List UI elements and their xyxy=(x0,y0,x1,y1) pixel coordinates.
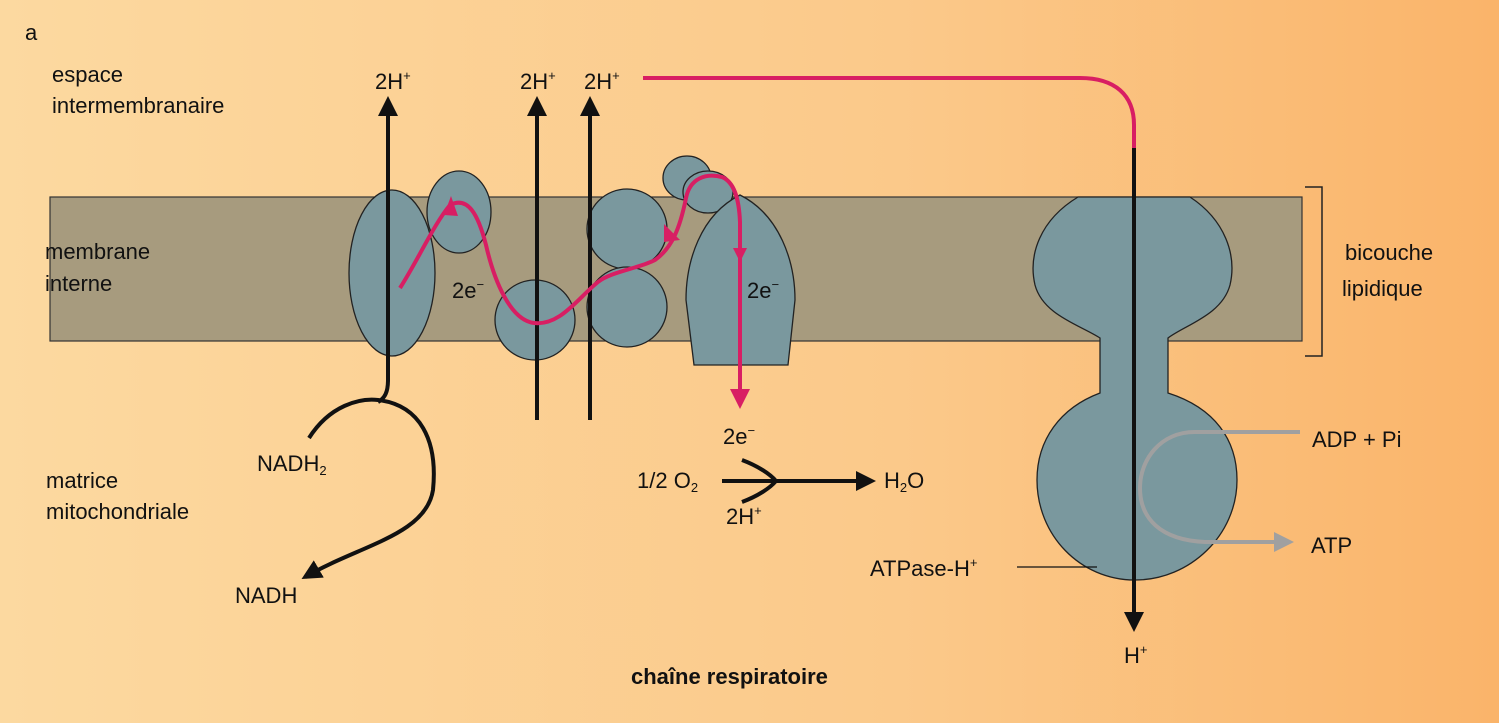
matrix-label-line2: mitochondriale xyxy=(46,499,190,524)
electron-arrowhead-complex-iv xyxy=(733,248,747,262)
atpase-label: ATPase-H+ xyxy=(870,555,978,581)
electron-label-complex-iv: 2e− xyxy=(747,277,780,303)
complex-iii-lower-right xyxy=(586,266,668,348)
electron-label-oxygen: 2e− xyxy=(723,423,756,449)
diagram-title: chaîne respiratoire xyxy=(631,664,828,689)
oxygen-reactant-label: 1/2 O2 xyxy=(637,468,699,495)
membrane-label-line1: membrane xyxy=(45,239,151,264)
electron-label-complex-i: 2e− xyxy=(452,277,485,303)
oxygen-reduction-curve-top xyxy=(741,458,778,483)
proton-label-complex-iii-b: 2H+ xyxy=(584,68,620,94)
nadh-conversion-arrow xyxy=(301,397,436,580)
complex-i-protein xyxy=(348,189,436,357)
oxygen-reduction-curve-bottom xyxy=(741,479,778,504)
bilayer-label-line1: bicouche xyxy=(1345,240,1434,265)
electron-path xyxy=(398,173,750,409)
intermembrane-label-line1: espace xyxy=(52,62,123,87)
bilayer-bracket xyxy=(1305,186,1323,357)
nadh-label: NADH xyxy=(235,583,298,608)
intermembrane-label-line2: intermembranaire xyxy=(52,93,225,118)
membrane-label-line2: interne xyxy=(45,271,113,296)
proton-label-matrix: H+ xyxy=(1124,642,1148,668)
adp-to-atp-arrow xyxy=(1137,430,1300,552)
electron-arrowhead-complex-i xyxy=(444,196,458,216)
matrix-label-line1: matrice xyxy=(46,468,119,493)
proton-label-complex-iii-a: 2H+ xyxy=(520,68,556,94)
bilayer-label-line2: lipidique xyxy=(1342,276,1423,301)
complex-iii-upper xyxy=(586,188,668,270)
proton-return-path xyxy=(643,76,1136,148)
electron-arrowhead-complex-iii xyxy=(664,224,680,242)
proton-label-complex-i: 2H+ xyxy=(375,68,411,94)
nadh-link xyxy=(376,379,390,404)
complex-i-subunit xyxy=(426,170,492,254)
atp-label: ATP xyxy=(1311,533,1353,558)
panel-letter: a xyxy=(25,20,38,45)
water-product-label: H2O xyxy=(884,468,925,495)
proton-label-water: 2H+ xyxy=(726,503,762,529)
nadh2-label: NADH2 xyxy=(257,451,327,478)
adp-pi-label: ADP + Pi xyxy=(1312,427,1402,452)
